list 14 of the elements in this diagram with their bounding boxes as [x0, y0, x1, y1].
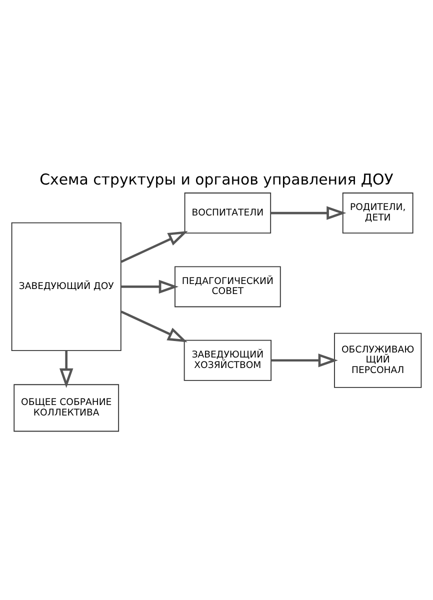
arrow — [271, 354, 338, 368]
node-box: РОДИТЕЛИ, ДЕТИ — [342, 192, 414, 234]
arrow — [270, 206, 346, 220]
node-box: ЗАВЕДУЮЩИЙ ХОЗЯЙСТВОМ — [184, 340, 272, 381]
node-box: ПЕДАГОГИЧЕСКИЙ СОВЕТ — [174, 266, 281, 308]
arrow — [59, 350, 74, 388]
node-box: ЗАВЕДУЮЩИЙ ДОУ — [11, 222, 122, 352]
node-box: ОБЩЕЕ СОБРАНИЕ КОЛЛЕКТИВА — [14, 384, 120, 432]
node-box: ОБСЛУЖИВАЮ ЩИЙ ПЕРСОНАЛ — [334, 332, 422, 388]
arrow — [120, 231, 188, 263]
arrow — [120, 310, 188, 342]
arrow — [121, 280, 178, 294]
diagram-title: Схема структуры и органов управления ДОУ — [40, 170, 394, 188]
node-box: ВОСПИТАТЕЛИ — [184, 192, 272, 234]
